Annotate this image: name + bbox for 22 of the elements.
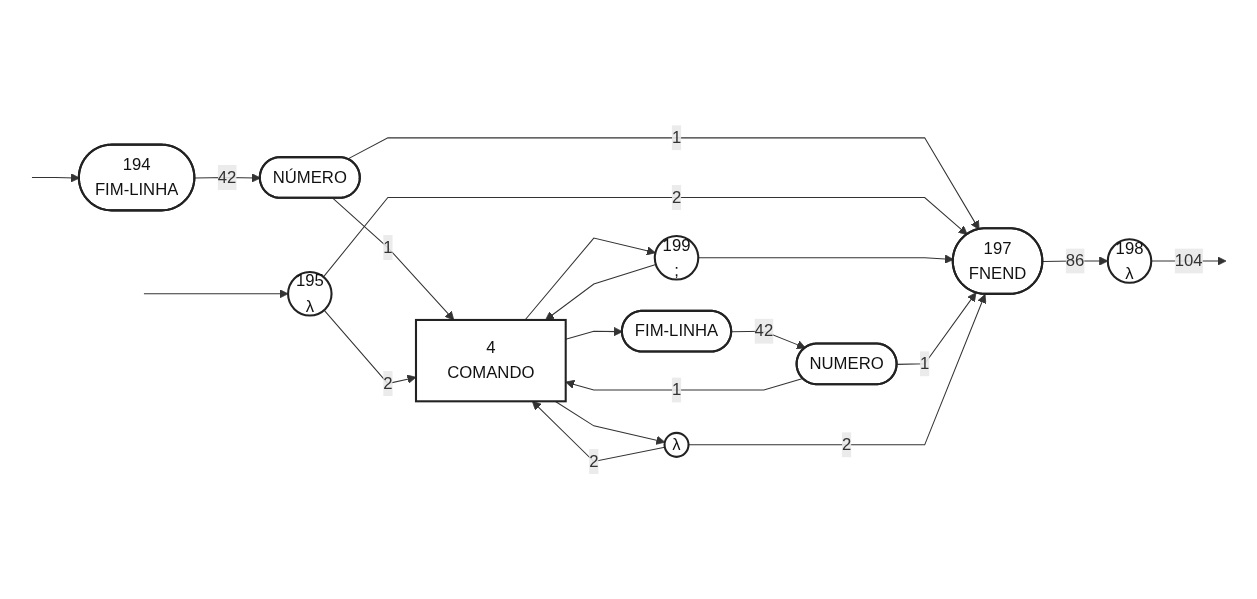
edge-label: 2 <box>588 451 598 470</box>
arrow <box>896 292 976 365</box>
edge-label: 42 <box>217 167 236 186</box>
node-circle: 199 ; <box>653 234 699 281</box>
arrow <box>687 293 986 446</box>
edge-label: 42 <box>754 321 773 340</box>
edge-label: 2 <box>382 373 393 392</box>
edge-label: 2 <box>841 435 851 453</box>
edge-label: 86 <box>1065 251 1084 270</box>
arrow <box>142 289 288 299</box>
edge-label: 1 <box>671 128 681 146</box>
node-circle: 198 λ <box>1106 238 1152 284</box>
edge-label: 2 <box>671 187 681 206</box>
edge-label: 1 <box>671 380 681 399</box>
edge-label: 1 <box>382 237 393 256</box>
node-circle: 195 λ <box>286 270 333 317</box>
arrow <box>323 309 416 384</box>
node-box: 4 COMANDO <box>414 318 567 403</box>
node-circle: λ <box>663 431 690 458</box>
arrow <box>322 196 968 278</box>
edge-label: 104 <box>1174 251 1203 270</box>
edge-label: 1 <box>919 354 929 372</box>
